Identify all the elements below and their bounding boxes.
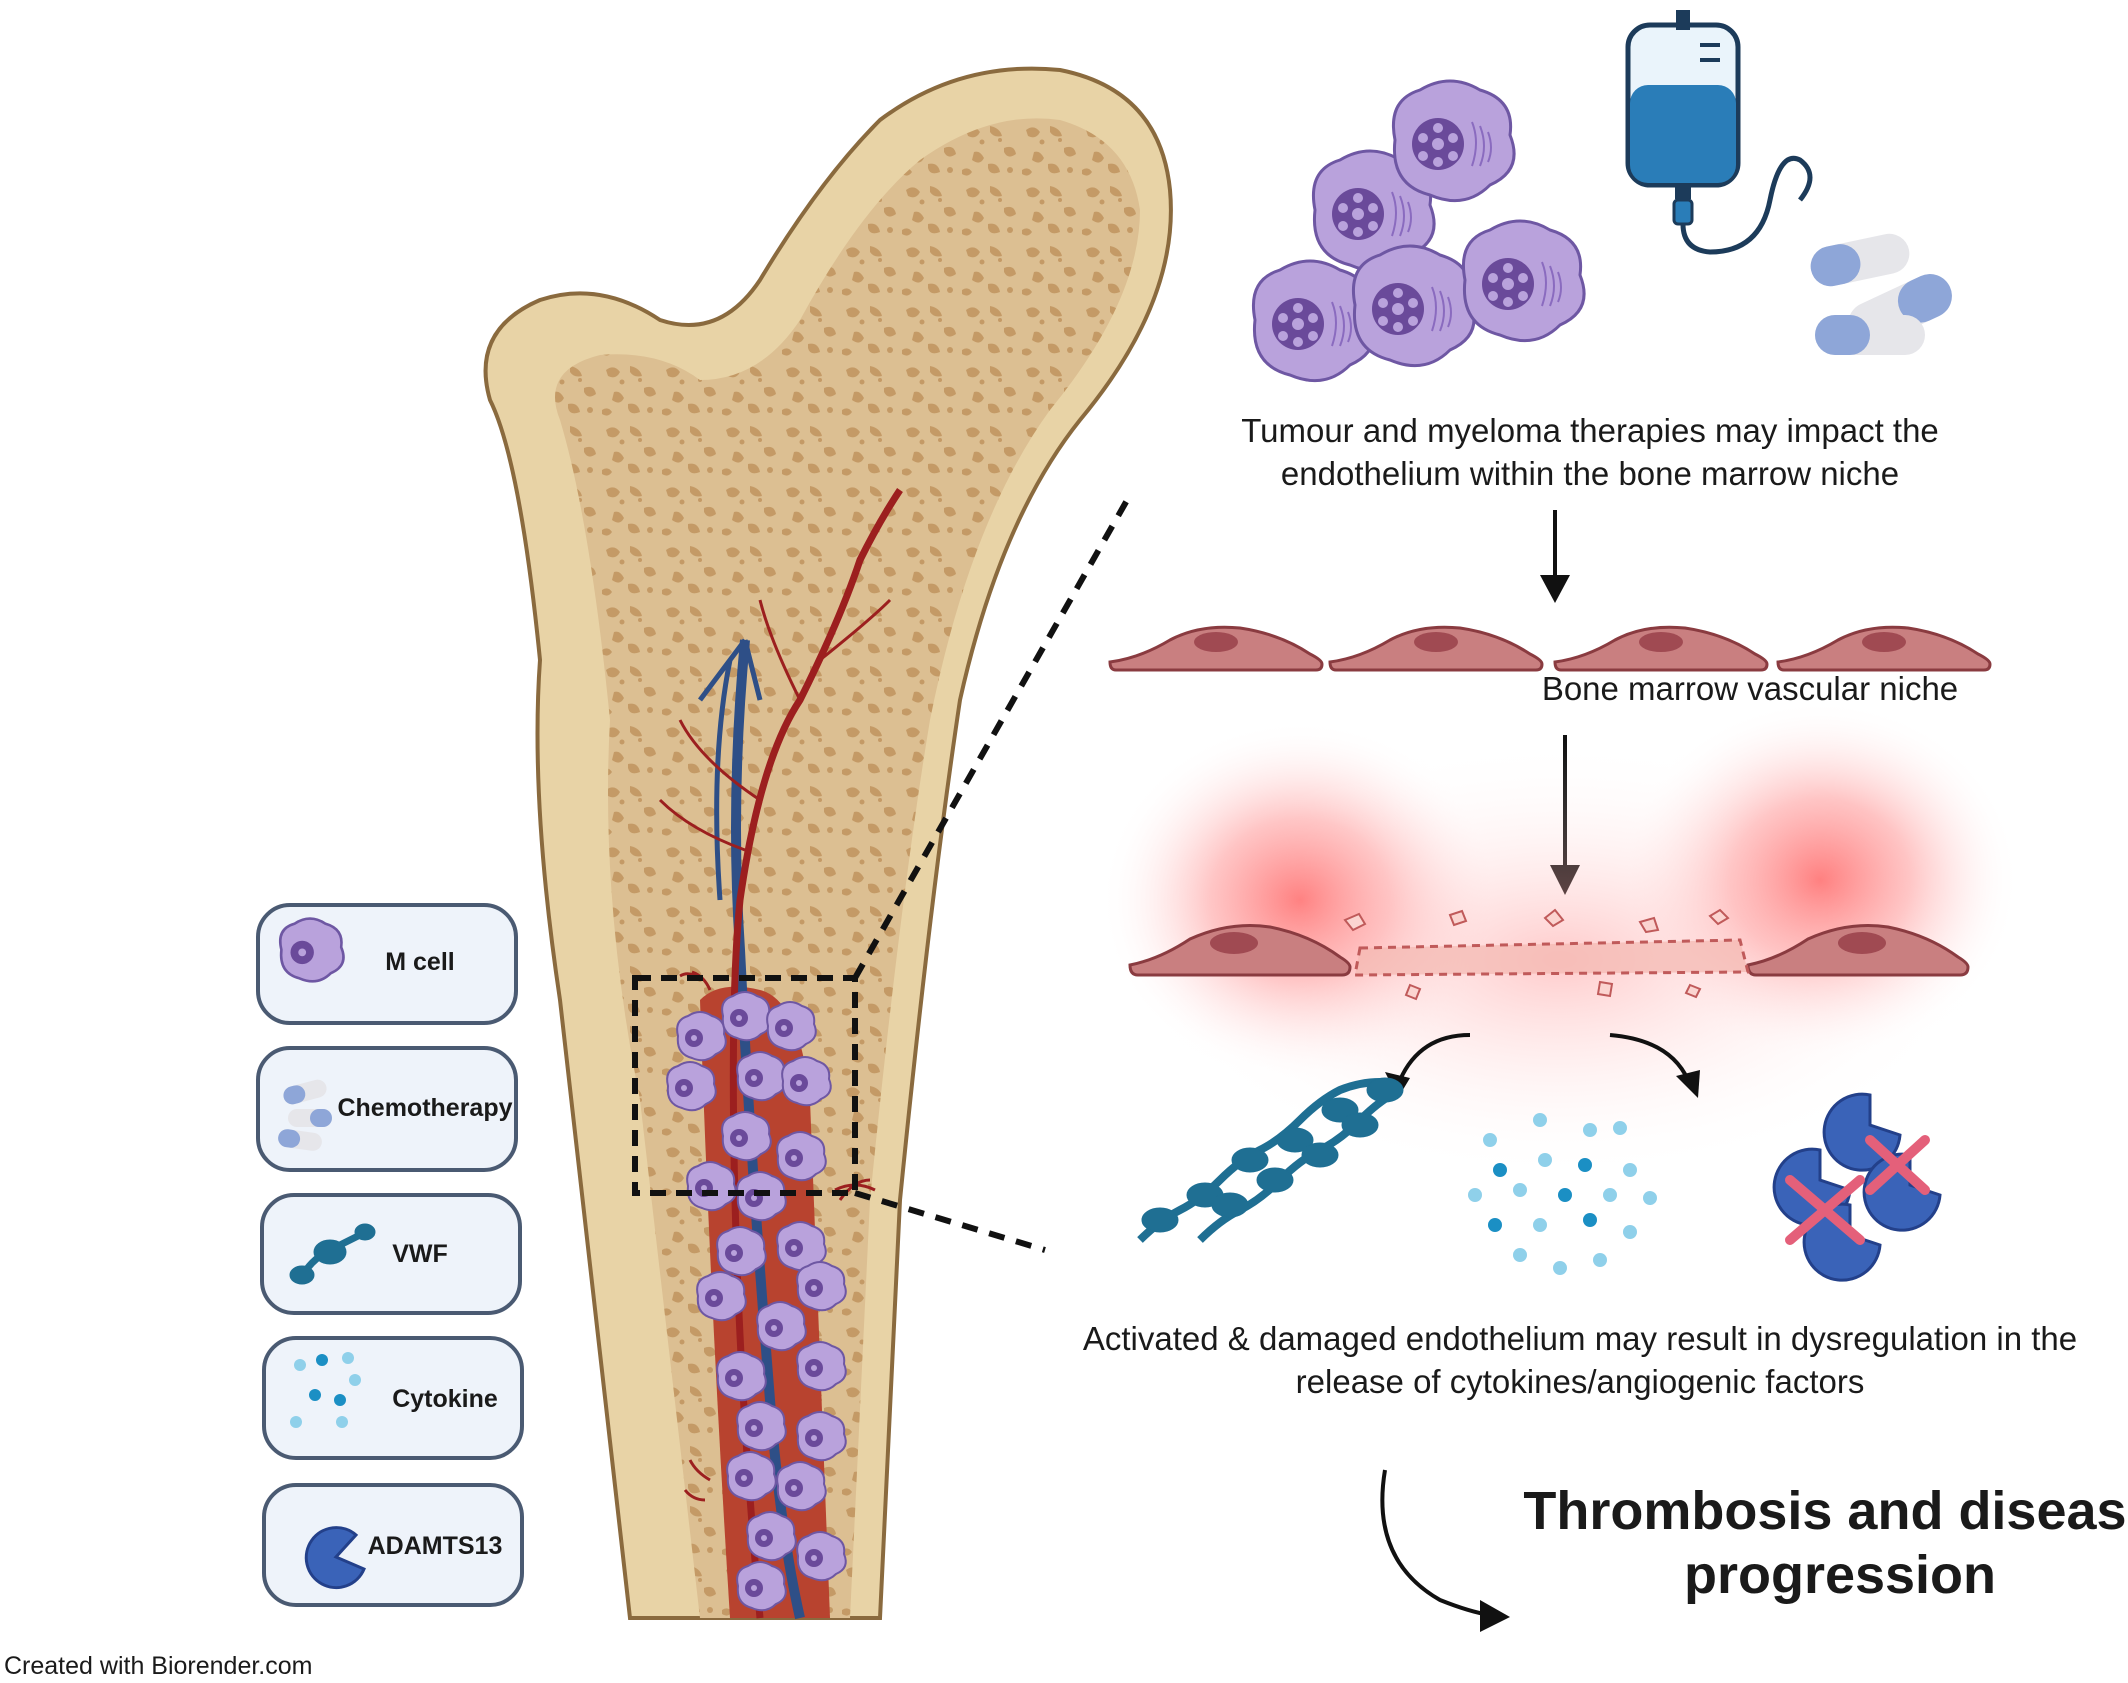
healthy-endothelium (1108, 625, 1992, 672)
cytokine-dots-icon (290, 1352, 361, 1428)
legend-label-m-cell: M cell (385, 948, 455, 976)
myeloma-cell-cluster (1251, 79, 1586, 383)
vwf-multimers (1137, 1077, 1404, 1243)
legend-box-vwf (260, 1193, 522, 1315)
adamts13-inhibited (1772, 1092, 1942, 1282)
damaged-endothelium (1128, 908, 1970, 1001)
activated-line-1: Activated & damaged endothelium may resu… (1082, 1320, 2078, 1357)
cytokine-cloud (1468, 1113, 1657, 1275)
curved-arrow-right (1609, 1033, 1700, 1098)
arrow-to-outcome (1380, 1469, 1510, 1632)
credit-text: Created with Biorender.com (4, 1652, 313, 1680)
arrow-down-1 (1540, 510, 1570, 603)
legend-label-chemotherapy: Chemotherapy (337, 1094, 513, 1122)
zoom-line-bottom (854, 1190, 1046, 1253)
iv-bag-icon (1625, 10, 1813, 255)
legend-box-chemotherapy (256, 1046, 518, 1172)
legend (256, 903, 524, 1607)
outcome-line-1: Thrombosis and disease (1523, 1481, 2128, 1541)
therapy-impact-line-2: endothelium within the bone marrow niche (1280, 454, 1900, 492)
legend-label-cytokine: Cytokine (392, 1385, 498, 1413)
legend-label-adamts13: ADAMTS13 (367, 1532, 503, 1560)
legend-label-vwf: VWF (392, 1240, 448, 1268)
nutrient-artery (729, 488, 903, 1619)
capsules-legend-icon (278, 1079, 332, 1151)
activated-line-2: release of cytokines/angiogenic factors (1295, 1362, 1865, 1400)
outcome-title: Thrombosis and disease progression (1500, 1480, 2128, 1607)
zoom-box (632, 975, 858, 1196)
adamts13-icon (304, 1526, 366, 1590)
legend-box-cytokine (262, 1336, 524, 1460)
zoom-line-top (852, 493, 1133, 980)
vascular-niche-caption: Bone marrow vascular niche (1541, 670, 1959, 707)
capsules-icon (1810, 233, 1952, 355)
therapy-impact-line-1: Tumour and myeloma therapies may impact … (1241, 412, 1939, 449)
outcome-line-2: progression (1683, 1544, 1997, 1605)
bone-spongy-interior (555, 118, 1140, 1618)
vwf-multimer-icon (289, 1223, 376, 1285)
activated-endothelium-caption: Activated & damaged endothelium may resu… (1000, 1318, 2128, 1404)
therapy-impact-caption: Tumour and myeloma therapies may impact … (1140, 410, 2040, 496)
